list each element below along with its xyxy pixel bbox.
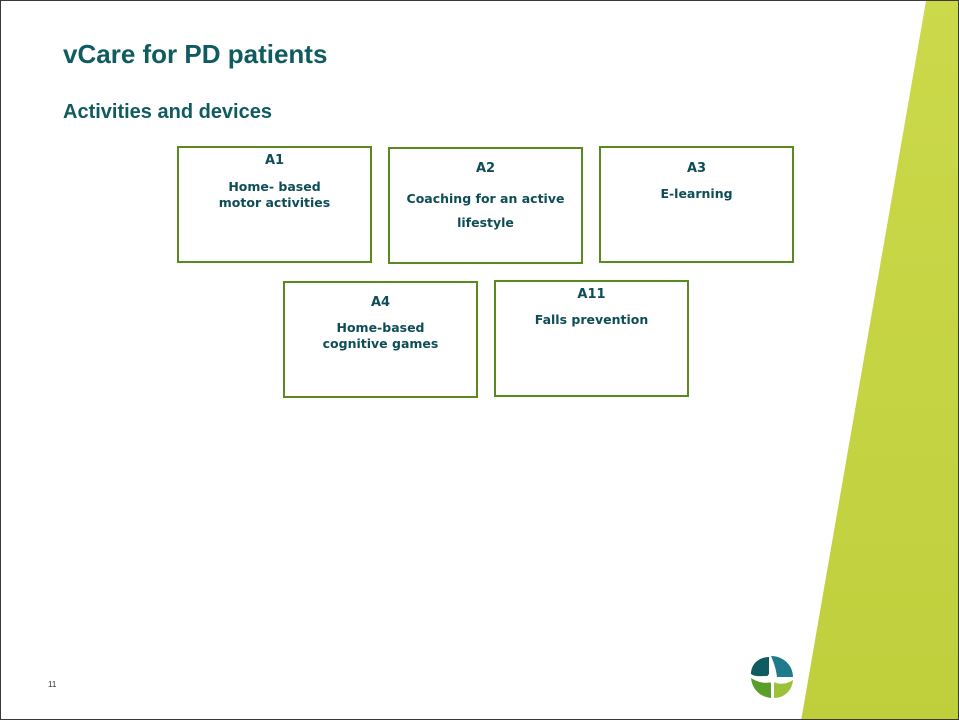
activity-code: A1 (264, 153, 285, 168)
activity-box-a1: A1 Home- based motor activities (177, 146, 372, 263)
activity-box-a11: A11 Falls prevention (494, 280, 689, 397)
vcare-logo-icon (751, 656, 793, 698)
activity-code: A4 (370, 295, 391, 310)
slide-number: 11 (48, 680, 57, 689)
activity-code: A11 (577, 287, 606, 302)
activity-label: Home- based motor activities (218, 179, 331, 210)
activity-box-a2: A2 Coaching for an active lifestyle (388, 147, 583, 264)
slide-subtitle: Activities and devices (63, 101, 272, 123)
slide-title: vCare for PD patients (63, 39, 328, 69)
activity-label: Falls prevention (534, 312, 649, 327)
activity-code: A2 (475, 161, 496, 176)
activity-label: Home-based cognitive games (322, 320, 439, 351)
activity-code: A3 (686, 161, 707, 176)
activity-label: Coaching for an active lifestyle (406, 191, 565, 230)
activity-label: E-learning (660, 186, 733, 201)
activity-box-a3: A3 E-learning (599, 146, 794, 263)
activity-box-a4: A4 Home-based cognitive games (283, 281, 478, 398)
